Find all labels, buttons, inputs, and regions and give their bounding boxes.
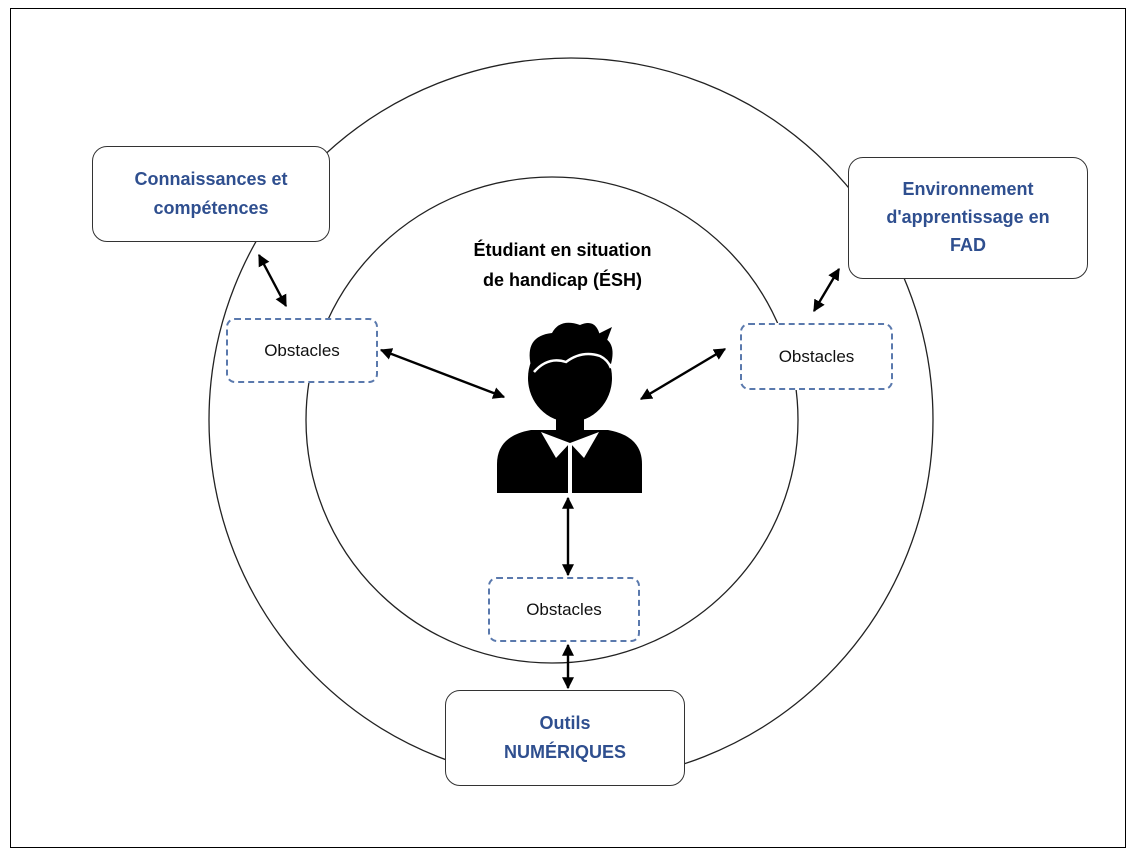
environment-box-line-3: FAD [949, 234, 986, 255]
obstacle-box-right: Obstacles [740, 323, 893, 390]
arrow-obstacle-right-student [639, 347, 727, 401]
knowledge-box-line-2: compétences [153, 198, 269, 218]
knowledge-box-line-1: Connaissances et [134, 169, 288, 190]
environment-box-line-2: d'apprentissage en [886, 207, 1050, 228]
obstacle-box-left: Obstacles [226, 318, 378, 383]
student-label-line-2: de handicap (ÉSH) [482, 269, 643, 290]
tools-box-line-2: NUMÉRIQUES [503, 742, 626, 762]
inner-circle [305, 176, 799, 664]
student-label: Étudiant en situation de handicap (ÉSH) [440, 236, 685, 295]
environment-box: Environnement d'apprentissage en FAD [848, 157, 1088, 279]
tools-box: Outils NUMÉRIQUES [445, 690, 685, 786]
arrow-obstacle-left-student [379, 348, 506, 399]
knowledge-box: Connaissances et compétences [92, 146, 330, 242]
environment-box-line-1: Environnement [902, 179, 1034, 200]
arrow-environment-obstacle [812, 267, 841, 313]
tools-box-line-1: Outils [539, 713, 591, 734]
person-icon [497, 322, 642, 493]
arrow-knowledge-obstacle [257, 253, 288, 308]
obstacle-box-bottom: Obstacles [488, 577, 640, 642]
student-label-line-1: Étudiant en situation [473, 240, 652, 260]
